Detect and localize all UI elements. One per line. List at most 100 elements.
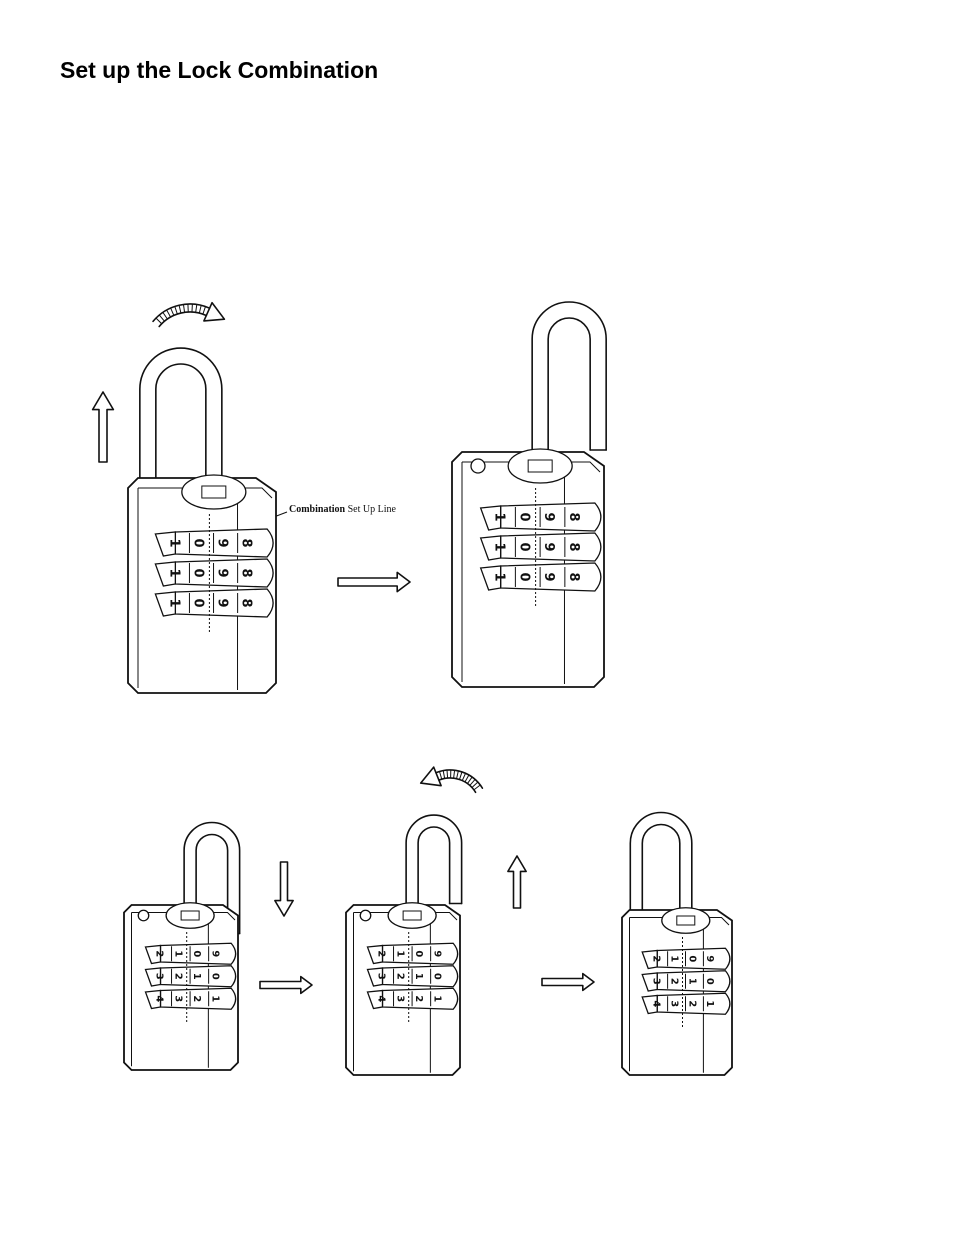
dial-digit: 3 — [154, 973, 165, 980]
dial-digit: 0 — [516, 542, 531, 551]
body-bevel — [138, 487, 273, 499]
arrow-right-icon — [541, 972, 595, 992]
rotation-arc-hatch — [174, 306, 178, 315]
dial-digit: 9 — [215, 598, 230, 607]
arrow-right-icon — [259, 975, 313, 995]
shackle-hole — [180, 910, 200, 921]
dial-digit: 2 — [394, 973, 405, 980]
shackle-outer — [139, 347, 223, 487]
dial-wheel-outline — [159, 965, 237, 988]
dial-digit: 8 — [239, 598, 254, 607]
dial-digit: 9 — [215, 538, 230, 547]
callout-label-rest: Set Up Line — [345, 504, 396, 515]
dial-digit: 9 — [431, 950, 442, 957]
lock-body — [123, 904, 239, 1071]
rotation-arc-hatch — [162, 312, 168, 320]
shackle-inner — [417, 826, 451, 912]
dial-digit: 0 — [209, 973, 220, 980]
rotation-arc-hatch — [458, 771, 463, 780]
dial-digit: 2 — [376, 950, 387, 957]
dial-digit: 0 — [190, 568, 205, 577]
rotate-clockwise-icon — [152, 301, 226, 328]
rotation-arrowhead — [203, 301, 226, 322]
dial-digit: 0 — [190, 538, 205, 547]
dial-digit: 4 — [154, 995, 165, 1002]
dial-digit: 9 — [541, 512, 556, 521]
dial-notch — [154, 531, 177, 557]
rotation-arc-hatch — [453, 770, 456, 779]
dial-digit: 1 — [492, 572, 507, 581]
dial-digit: 1 — [668, 955, 679, 962]
dial-digit: 3 — [650, 978, 661, 985]
shackle-outer — [629, 811, 693, 917]
rotation-arc-hatch — [446, 770, 449, 779]
rotation-arc-inner — [158, 311, 208, 328]
rotation-arc-hatch — [195, 304, 198, 313]
dial-digit: 2 — [172, 973, 183, 980]
dial-notch — [154, 591, 177, 617]
rotation-arc-hatch — [155, 317, 163, 325]
rotation-arc-hatch — [471, 781, 479, 788]
dial-digit: 2 — [686, 1000, 697, 1007]
rotation-arc-hatch — [442, 770, 446, 779]
dial-digit: 0 — [191, 950, 202, 957]
rotation-arc-hatch — [473, 784, 481, 791]
dial-digit: 0 — [516, 512, 531, 521]
rotation-arc-hatch — [198, 305, 202, 314]
dial-wheel-outline — [656, 970, 731, 993]
rotation-arc-hatch — [170, 307, 175, 316]
dial-digit: 1 — [686, 978, 697, 985]
shackle-collar — [661, 907, 711, 934]
dial-wheel-outline — [499, 532, 602, 562]
arrow-right-icon — [337, 571, 411, 593]
shackle-outer — [183, 821, 241, 935]
dial-notch — [641, 972, 658, 992]
shackle-inner — [641, 823, 681, 917]
rotation-arc-hatch — [467, 776, 473, 784]
shackle-collar — [165, 902, 215, 929]
dial-digit: 0 — [704, 978, 715, 985]
dial-digit: 9 — [541, 572, 556, 581]
dial-digit: 2 — [413, 995, 424, 1002]
dial-digit: 1 — [492, 512, 507, 521]
rotation-arc-hatch — [158, 314, 165, 322]
dial-wheel-outline — [656, 947, 731, 970]
body-bevel — [462, 461, 601, 473]
dial-wheel-outline — [656, 992, 731, 1015]
keyhole — [470, 458, 486, 474]
dial-notch — [479, 505, 502, 531]
rotation-arc-hatch — [464, 774, 470, 783]
keyhole — [137, 909, 150, 922]
shackle-inner — [155, 363, 207, 487]
dial-wheel-outline — [159, 987, 237, 1010]
dial-digit: 8 — [566, 572, 581, 581]
shackle-hole — [676, 915, 696, 926]
lock-body — [621, 909, 733, 1076]
dial-digit: 3 — [172, 995, 183, 1002]
dial-wheel-outline — [381, 987, 459, 1010]
dial-notch — [154, 561, 177, 587]
dial-wheel-outline — [174, 528, 274, 558]
dial-wheel-outline — [159, 942, 237, 965]
dial-digit: 1 — [191, 973, 202, 980]
dial-digit: 1 — [209, 995, 220, 1002]
dial-wheel-outline — [381, 965, 459, 988]
dial-digit: 9 — [209, 950, 220, 957]
dial-wheel-outline — [174, 558, 274, 588]
